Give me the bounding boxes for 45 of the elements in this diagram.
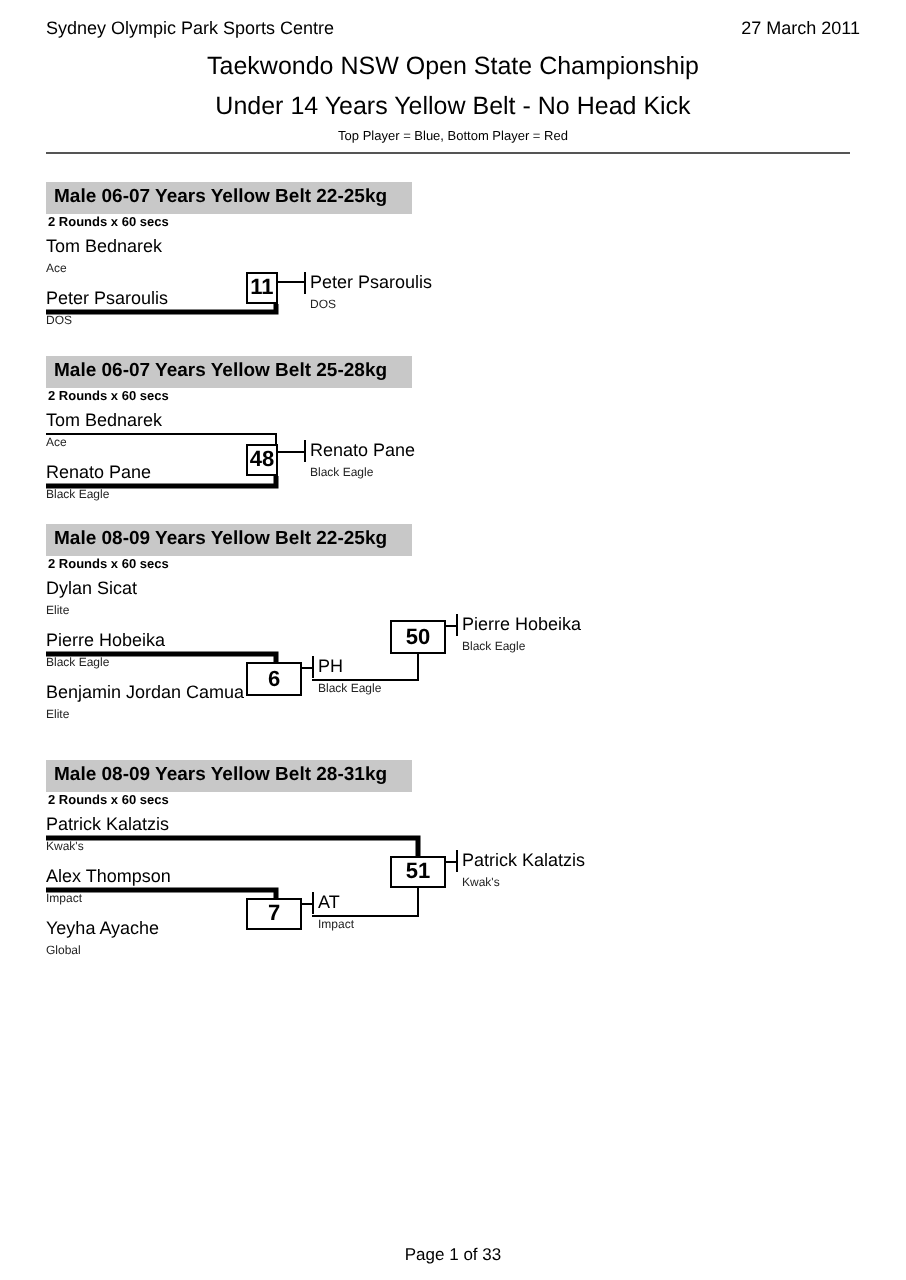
winner-name: AT	[312, 892, 340, 914]
division-header: Male 08-09 Years Yellow Belt 22-25kg	[46, 524, 412, 556]
player-name: Tom Bednarek	[46, 236, 163, 258]
match-number-box: 50	[390, 620, 446, 654]
bracket-line	[46, 304, 279, 315]
subtitle: Under 14 Years Yellow Belt - No Head Kick	[213, 92, 693, 120]
match-number-box: 48	[246, 444, 278, 476]
bracket-line	[46, 651, 279, 662]
bracket-line	[445, 625, 457, 627]
match-number-box: 11	[246, 272, 278, 304]
bracket-line	[46, 476, 279, 489]
player-name: Dylan Sicat	[46, 578, 138, 600]
bracket-line	[311, 887, 419, 917]
division-header: Male 06-07 Years Yellow Belt 22-25kg	[46, 182, 412, 214]
division-header: Male 08-09 Years Yellow Belt 28-31kg	[46, 760, 412, 792]
winner-name: Peter Psaroulis	[304, 272, 433, 294]
title: Taekwondo NSW Open State Championship	[205, 52, 701, 80]
division-header: Male 06-07 Years Yellow Belt 25-28kg	[46, 356, 412, 388]
date-text: 27 March 2011	[741, 18, 860, 38]
match-number-box: 7	[246, 898, 302, 930]
bracket-line	[46, 887, 279, 898]
bracket-line	[445, 861, 457, 863]
player-name: Pierre Hobeika	[46, 630, 166, 652]
player-name: Tom Bednarek	[46, 410, 163, 432]
bracket-line	[45, 433, 277, 445]
match-number-box: 51	[390, 856, 446, 888]
player-name: Peter Psaroulis	[46, 288, 169, 310]
winner-name: Renato Pane	[304, 440, 416, 462]
player-name: Benjamin Jordan Camua	[46, 682, 245, 704]
page-number: Page 1 of 33	[402, 1244, 504, 1264]
winner-name: Pierre Hobeika	[456, 614, 582, 636]
winner-name: Patrick Kalatzis	[456, 850, 586, 872]
bracket-line	[301, 903, 313, 905]
venue-text: Sydney Olympic Park Sports Centre	[46, 18, 335, 38]
player-name: Renato Pane	[46, 462, 152, 484]
bracket-line	[301, 667, 313, 669]
bracket-line	[277, 281, 305, 283]
winner-name: PH	[312, 656, 344, 678]
player-name: Yeyha Ayache	[46, 918, 160, 940]
bracket-line	[46, 835, 421, 856]
player-name: Alex Thompson	[46, 866, 171, 888]
bracket-line	[311, 653, 419, 681]
player-name: Patrick Kalatzis	[46, 814, 170, 836]
match-number-box: 6	[246, 662, 302, 696]
bracket-line	[277, 451, 305, 453]
